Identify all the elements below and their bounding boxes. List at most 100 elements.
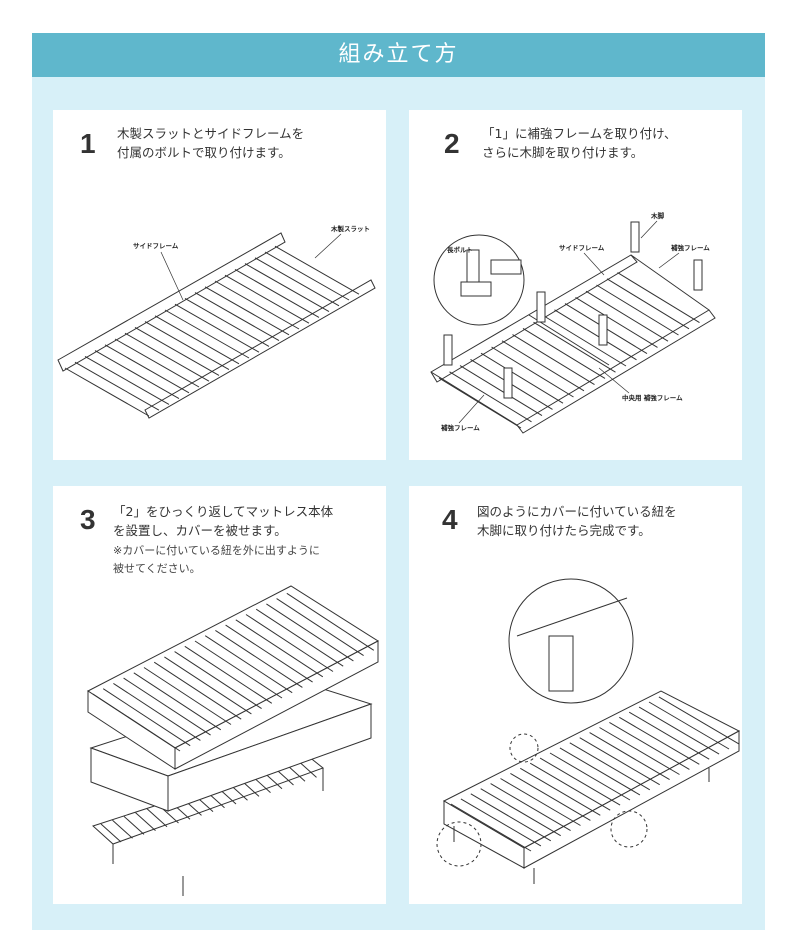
step-4-card: 4 図のようにカバーに付いている紐を 木脚に取り付けたら完成です。 [409, 486, 742, 904]
reinforce-frame-illustration: 長ボルト サイドフレーム 木脚 補強フレーム 中央用 補強フレーム 補強フレーム [430, 211, 716, 434]
step-number: 2 [444, 128, 460, 159]
slat-line [575, 296, 658, 348]
slat-line [533, 321, 616, 373]
slat-line [500, 778, 581, 826]
step-1-card: 1 木製スラットとサイドフレームを 付属のボルトで取り付けます。 サイドフレーム… [53, 110, 386, 460]
slat-line [215, 629, 303, 688]
slat-line [599, 727, 680, 775]
step-text-line-2: 木脚に取り付けたら完成です。 [477, 523, 651, 538]
slat-line [114, 338, 200, 388]
slat-line [449, 371, 532, 423]
slat-line [214, 280, 300, 330]
slat-line [104, 344, 190, 394]
slat-line [184, 297, 270, 347]
label-slat: 木製スラット [330, 224, 370, 233]
slat-line [154, 315, 240, 365]
mattress-cover-illustration [87, 585, 379, 896]
slat-line [123, 816, 145, 835]
slat-line [204, 635, 293, 694]
step-number: 3 [80, 504, 96, 535]
slat-line [254, 257, 340, 307]
step-number: 4 [442, 504, 458, 535]
slat-line [522, 327, 606, 379]
slat-line [490, 783, 571, 832]
slat-line [174, 303, 260, 353]
slat-line [460, 798, 542, 847]
step-text-line-2: 付属のボルトで取り付けます。 [117, 145, 291, 160]
slat-line [539, 757, 621, 806]
step-3-card: 3 「2」をひっくり返してマットレス本体 を設置し、カバーを被せます。 ※カバー… [53, 486, 386, 904]
slat-line [174, 651, 262, 710]
slat-line [100, 823, 122, 843]
slat-line [520, 767, 601, 816]
label-long-bolt: 長ボルト [447, 245, 473, 254]
finished-bed-illustration [436, 578, 741, 884]
slat-line [510, 772, 591, 821]
slat-line [276, 598, 364, 657]
slat-line [264, 251, 350, 301]
slat-line [234, 268, 320, 318]
slat-line [549, 752, 631, 801]
slat-line [658, 696, 740, 745]
slat-line [628, 711, 710, 760]
slat-line [164, 309, 250, 359]
step-note-line-1: ※カバーに付いている紐を外に出すように [113, 544, 320, 557]
slat-line [244, 263, 330, 313]
slat-line [529, 762, 611, 811]
slat-line [543, 315, 627, 367]
slat-line [491, 346, 574, 398]
slat-line [92, 693, 181, 752]
slat-line [286, 592, 375, 651]
slat-line [480, 352, 564, 404]
slat-line [124, 332, 210, 382]
slat-line [184, 645, 273, 704]
slat-line [112, 819, 133, 839]
slat-line [235, 619, 324, 678]
slat-line [144, 321, 230, 371]
slat-line [194, 292, 280, 342]
slat-line [266, 603, 354, 662]
step-text-line-1: 「1」に補強フレームを取り付け、 [482, 126, 677, 141]
slat-line [589, 732, 670, 781]
slat-line [617, 272, 700, 324]
label-side-frame: サイドフレーム [133, 242, 179, 250]
slat-line [619, 716, 700, 765]
slat-line [596, 284, 679, 336]
page-title: 組み立て方 [32, 33, 765, 77]
slat-line [224, 274, 310, 324]
slat-line [135, 812, 156, 831]
slat-line [274, 245, 360, 295]
slat-line [579, 737, 660, 786]
slat-line [559, 747, 641, 796]
slat-frame-illustration: サイドフレーム 木製スラット [57, 224, 376, 419]
label-reinforce-frame-bottom: 補強フレーム [440, 423, 480, 432]
slat-line [569, 742, 651, 791]
slat-line [102, 688, 191, 747]
label-reinforce-frame: 補強フレーム [670, 243, 710, 252]
slat-line [164, 656, 252, 715]
slat-line [606, 278, 690, 330]
slat-line [438, 377, 522, 429]
slat-line [113, 682, 201, 741]
slat-line [134, 326, 220, 376]
slat-line [609, 721, 690, 770]
step-text-line-2: さらに木脚を取り付けます。 [482, 145, 644, 160]
slat-line [123, 677, 211, 736]
slat-line [480, 788, 561, 837]
slat-line [64, 367, 150, 417]
slat-line [153, 661, 242, 720]
slat-line [245, 614, 334, 672]
step-note-line-2: 被せてください。 [113, 562, 201, 575]
step-2-card: 2 「1」に補強フレームを取り付け、 さらに木脚を取り付けます。 長ボルト サイ… [409, 110, 742, 460]
slat-line [225, 624, 313, 683]
step-text-line-1: 図のようにカバーに付いている紐を [477, 504, 677, 519]
slat-line [94, 350, 180, 400]
slat-line [512, 334, 595, 386]
slat-line [450, 803, 532, 852]
label-center-reinforce-frame: 中央用 補強フレーム [622, 393, 683, 402]
step-number: 1 [80, 128, 96, 159]
slat-line [501, 340, 585, 392]
label-leg: 木脚 [650, 211, 665, 220]
slat-line [146, 808, 168, 828]
slat-line [554, 309, 637, 361]
